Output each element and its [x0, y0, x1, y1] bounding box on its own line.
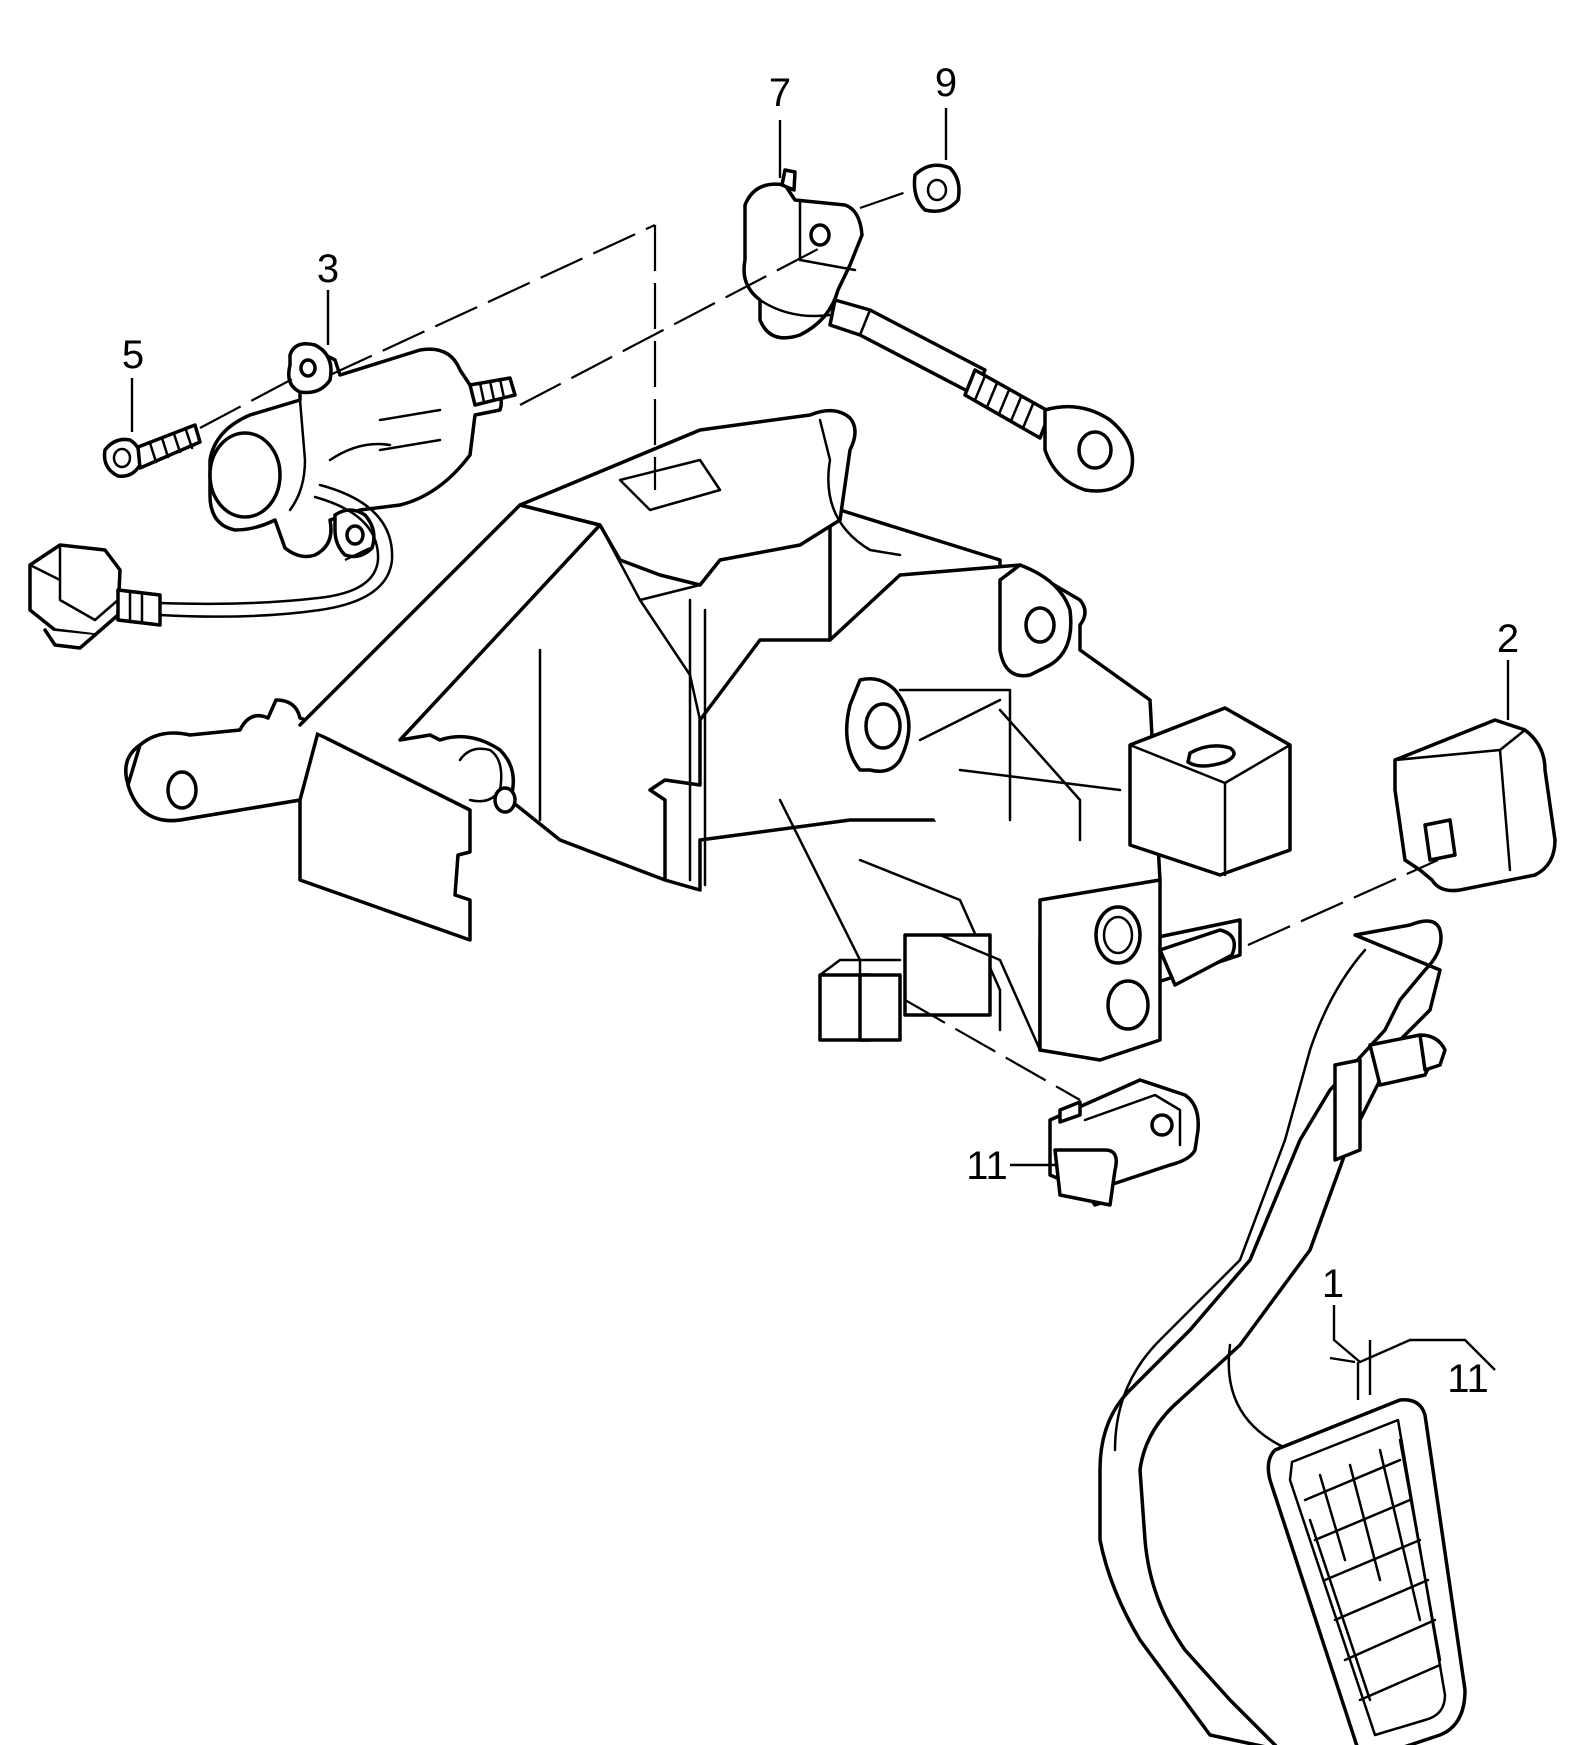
- callout-9: 9: [935, 61, 957, 105]
- group-bracket: [1332, 1305, 1496, 1371]
- leader-lines: [130, 108, 1510, 1400]
- callout-5: 5: [122, 333, 144, 377]
- bolt: [102, 423, 202, 479]
- accelerator-pedal: [1098, 919, 1467, 1745]
- actuator-cylinder: [28, 342, 517, 650]
- linkage-rod: [742, 168, 1135, 493]
- callout-2: 2: [1497, 617, 1519, 661]
- pedal-stop-pad: [1393, 718, 1557, 893]
- assembly-lines: [199, 188, 1439, 1101]
- callout-labels: 1 2 3 5 7 9 11 11: [122, 61, 1519, 1401]
- callout-11-switch: 11: [966, 1144, 1008, 1188]
- pedal-grip-pattern: [1303, 1438, 1442, 1702]
- pedal-switch: [1048, 1078, 1200, 1207]
- nut: [912, 163, 961, 213]
- callout-1: 1: [1322, 1262, 1344, 1306]
- pedal-bracket: [124, 408, 1292, 1062]
- callout-11-group: 11: [1447, 1357, 1489, 1401]
- callout-3: 3: [317, 247, 339, 291]
- callout-7: 7: [769, 71, 791, 115]
